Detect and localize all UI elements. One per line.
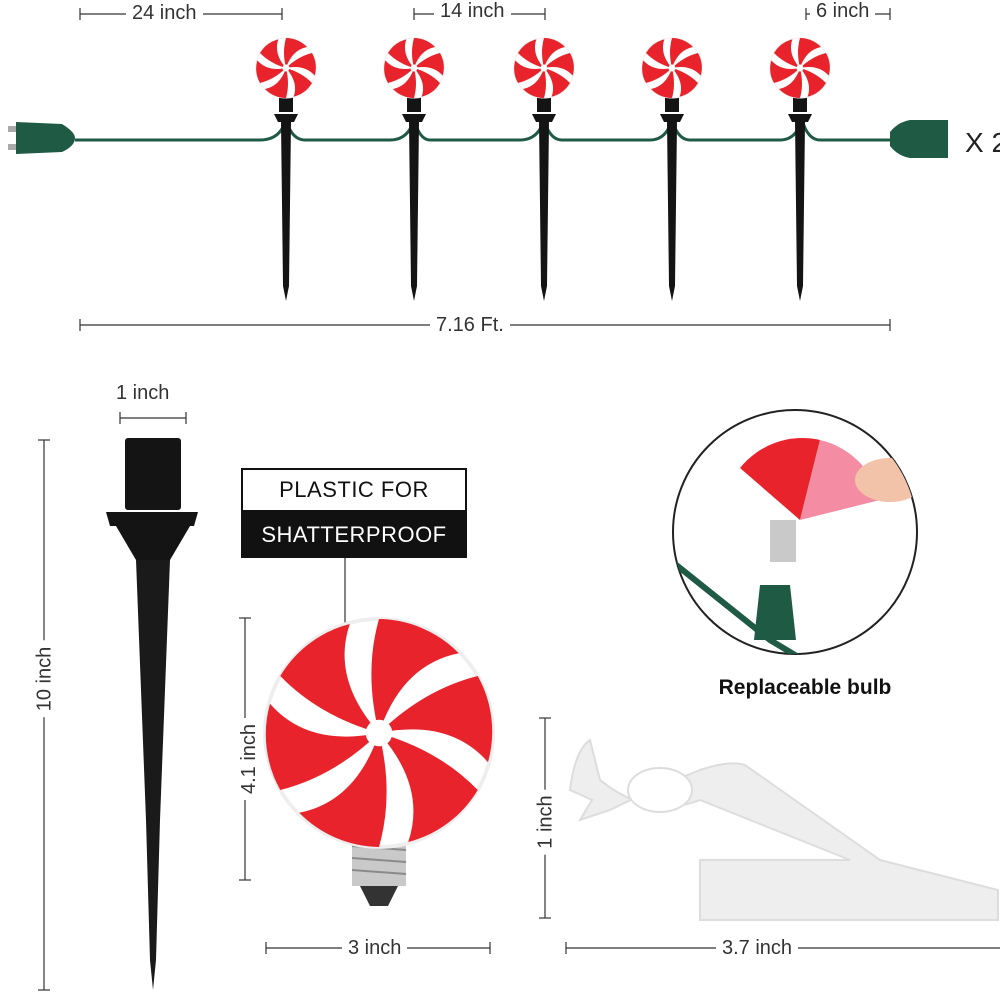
female-plug-icon — [890, 120, 948, 158]
end-lead-label: 6 inch — [810, 0, 876, 22]
finger-icon — [855, 458, 917, 502]
shatterproof-label: SHATTERPROOF — [241, 512, 467, 558]
bulb-socket-icon — [754, 585, 796, 640]
light-stake-2 — [377, 34, 451, 301]
total-length-label: 7.16 Ft. — [430, 314, 510, 336]
light-stake-5 — [763, 34, 837, 301]
peppermint-bulb-icon — [238, 604, 520, 906]
light-stake-3 — [507, 34, 581, 301]
ground-stake-icon — [106, 438, 198, 990]
bulb-width-label: 3 inch — [342, 937, 408, 959]
light-stake-1 — [249, 34, 323, 301]
light-stake-4 — [635, 34, 709, 301]
stake-height-label: 10 inch — [33, 640, 56, 718]
candy-spacing-label: 24 inch — [126, 2, 203, 24]
clip-width-label: 3.7 inch — [716, 937, 799, 959]
string-light-set — [8, 34, 948, 301]
bulb-height-label: 4.1 inch — [238, 717, 261, 801]
quantity-marker: X 2 — [965, 127, 1000, 158]
clip-height-label: 1 inch — [534, 789, 557, 855]
stake-spacing-label: 14 inch — [434, 0, 511, 22]
power-cord — [75, 114, 890, 142]
male-plug-icon — [8, 122, 75, 154]
plastic-label-top: PLASTIC FOR — [241, 468, 467, 512]
replaceable-bulb-inset — [672, 409, 918, 655]
replaceable-bulb-caption: Replaceable bulb — [718, 676, 892, 699]
gutter-clip-icon — [568, 738, 999, 921]
stake-top-width-label: 1 inch — [110, 382, 176, 404]
